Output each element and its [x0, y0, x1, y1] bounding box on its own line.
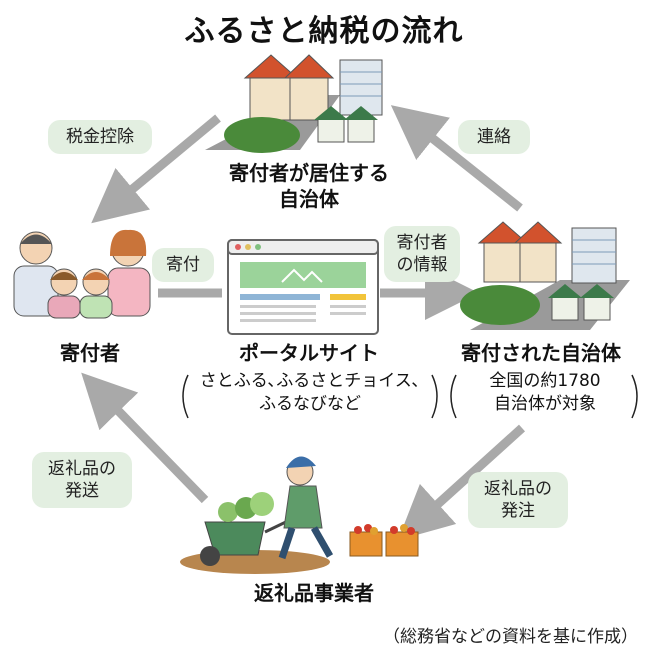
node-portal-site: ポータルサイト: [239, 341, 379, 365]
recipient-note-left-paren: [450, 374, 457, 419]
node-donor: 寄付者: [60, 341, 120, 365]
town-illustration-top: [205, 54, 383, 153]
arrow-gift-shipping: [81, 372, 209, 504]
portal-examples: さとふる､ふるさとチョイス､ ふるなびなど: [199, 371, 421, 414]
arrow-tax-deduction: [91, 114, 221, 224]
flow-donor-info: 寄付者 の情報: [384, 226, 460, 282]
flow-contact: 連絡: [458, 120, 530, 154]
flow-gift-order: 返礼品の 発注: [468, 472, 568, 528]
recipient-note: 全国の約1780 自治体が対象: [489, 371, 601, 414]
arrow-contact: [390, 105, 523, 212]
node-local-government-of-residence: 寄付者が居住する 自治体: [229, 161, 389, 211]
node-recipient-government: 寄付された自治体: [461, 341, 621, 365]
portal-note-right-paren: [431, 374, 438, 419]
recipient-note-right-paren: [631, 374, 638, 419]
flow-tax-deduction: 税金控除: [48, 120, 152, 154]
town-illustration-right: [460, 221, 630, 330]
flow-donation: 寄付: [152, 248, 214, 282]
portal-browser-illustration: [227, 239, 379, 335]
source-note: （総務省などの資料を基に作成）: [383, 627, 638, 647]
arrow-gift-order: [397, 424, 526, 541]
portal-note-left-paren: [182, 374, 189, 419]
node-gift-supplier: 返礼品事業者: [254, 581, 374, 605]
donor-family-illustration: [13, 229, 151, 319]
gift-supplier-illustration: [180, 456, 419, 574]
diagram-title: ふるさと納税の流れ: [184, 14, 464, 49]
flow-gift-shipping: 返礼品の 発送: [32, 452, 132, 508]
